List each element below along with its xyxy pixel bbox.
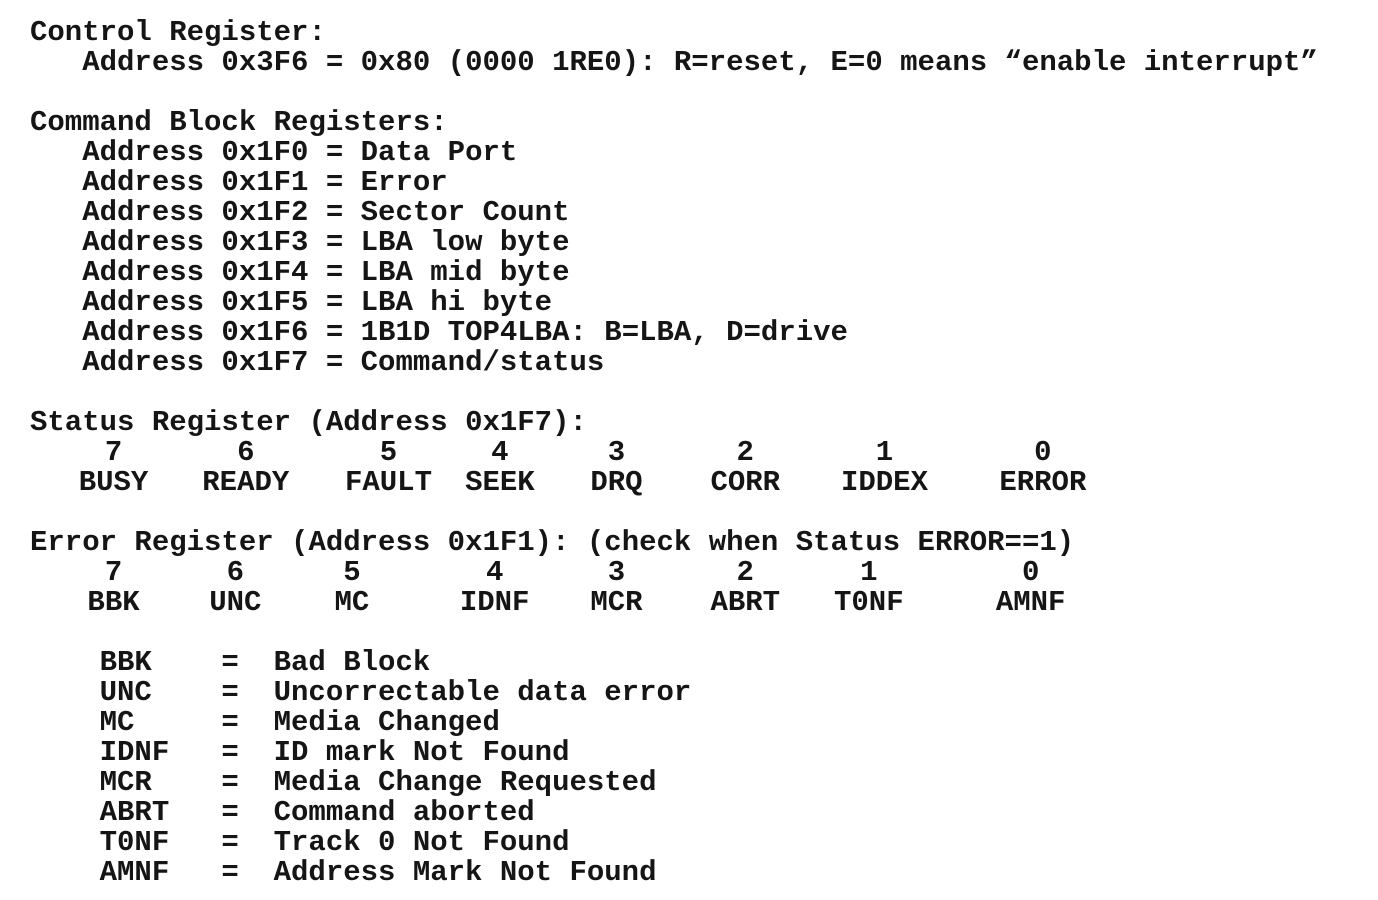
- command-block-entry: Address 0x1F1 = Error: [82, 166, 448, 199]
- equals-sign: =: [221, 736, 239, 769]
- legend-row: BBK = Bad Block: [30, 648, 1378, 678]
- legend-row: MC = Media Changed: [30, 708, 1378, 738]
- command-block-entry: Address 0x1F6 = 1B1D TOP4LBA: B=LBA, D=d…: [82, 316, 848, 349]
- flag-meaning: Address Mark Not Found: [273, 856, 657, 889]
- flag-meaning: Media Changed: [273, 706, 500, 739]
- bit-number: 2: [736, 436, 754, 469]
- bit-number: 6: [226, 556, 245, 589]
- command-block-entry: Address 0x1F7 = Command/status: [82, 346, 605, 379]
- status-bit-flags-row: BUSY READY FAULT SEEK DRQ CORR IDDEX ERROR: [30, 468, 1378, 498]
- bit-flag: AMNF: [995, 586, 1066, 619]
- bit-flag: ERROR: [999, 466, 1087, 499]
- bit-flag: UNC: [209, 586, 262, 619]
- bit-flag: BBK: [87, 586, 140, 619]
- bit-number: 1: [860, 556, 878, 589]
- error-bit-flags-row: BBK UNC MC IDNF MCR ABRT T0NF AMNF: [30, 588, 1378, 618]
- bit-flag: CORR: [710, 466, 781, 499]
- bit-number: 4: [491, 436, 509, 469]
- status-register-bit-table: 7 6 5 4 3 2 1 0 BUSY READY FAULT SEEK DRQ CORR IDDEX E…: [30, 438, 1378, 498]
- bit-number: 7: [104, 436, 123, 469]
- equals-sign: =: [221, 646, 239, 679]
- bit-number: 0: [1021, 556, 1040, 589]
- bit-number: 0: [1034, 436, 1052, 469]
- command-block-entry: Address 0x1F3 = LBA low byte: [82, 226, 570, 259]
- legend-row: IDNF = ID mark Not Found: [30, 738, 1378, 768]
- bit-flag: ABRT: [710, 586, 781, 619]
- bit-flag: FAULT: [344, 466, 432, 499]
- bit-flag: BUSY: [78, 466, 149, 499]
- legend-row: AMNF = Address Mark Not Found: [30, 858, 1378, 888]
- error-bit-numbers-row: 7 6 5 4 3 2 1 0: [30, 558, 1378, 588]
- flag-abbr: MCR: [99, 766, 152, 799]
- flag-meaning: Uncorrectable data error: [273, 676, 692, 709]
- command-block-entry: Address 0x1F2 = Sector Count: [82, 196, 570, 229]
- flag-meaning: Command aborted: [273, 796, 535, 829]
- legend-row: T0NF = Track 0 Not Found: [30, 828, 1378, 858]
- bit-number: 6: [237, 436, 255, 469]
- bit-flag: IDDEX: [840, 466, 928, 499]
- flag-abbr: BBK: [99, 646, 152, 679]
- error-register-bit-table: 7 6 5 4 3 2 1 0 BBK UNC MC IDNF MCR ABRT T0NF AMNF: [30, 558, 1378, 618]
- bit-number: 4: [485, 556, 504, 589]
- status-bit-numbers-row: 7 6 5 4 3 2 1 0: [30, 438, 1378, 468]
- blank-line: [30, 618, 1378, 648]
- flag-meaning: Track 0 Not Found: [273, 826, 570, 859]
- command-block-entry: Address 0x1F5 = LBA hi byte: [82, 286, 553, 319]
- bit-flag: T0NF: [834, 586, 904, 619]
- flag-abbr: UNC: [99, 676, 152, 709]
- control-register-detail: Address 0x3F6 = 0x80 (0000 1RE0): R=rese…: [82, 46, 1318, 79]
- bit-number: 3: [607, 556, 626, 589]
- bit-flag: READY: [202, 466, 290, 499]
- flag-abbr: AMNF: [99, 856, 170, 889]
- error-register-heading: Error Register (Address 0x1F1): (check w…: [30, 526, 1075, 559]
- command-block-entry: Address 0x1F4 = LBA mid byte: [82, 256, 570, 289]
- bit-number: 7: [104, 556, 123, 589]
- equals-sign: =: [221, 826, 239, 859]
- bit-number: 1: [875, 436, 894, 469]
- legend-row: ABRT = Command aborted: [30, 798, 1378, 828]
- bit-flag: SEEK: [465, 466, 535, 499]
- equals-sign: =: [221, 706, 239, 739]
- legend-row: MCR = Media Change Requested: [30, 768, 1378, 798]
- bit-flag: DRQ: [590, 466, 643, 499]
- bit-flag: MC: [334, 586, 370, 619]
- status-register-heading: Status Register (Address 0x1F7):: [30, 406, 587, 439]
- flag-meaning: Bad Block: [273, 646, 431, 679]
- flag-meaning: ID mark Not Found: [273, 736, 570, 769]
- equals-sign: =: [221, 766, 239, 799]
- control-register-heading: Control Register:: [30, 16, 326, 49]
- equals-sign: =: [221, 856, 239, 889]
- blank-line: [30, 378, 1378, 408]
- bit-flag: MCR: [590, 586, 643, 619]
- flag-abbr: IDNF: [99, 736, 170, 769]
- blank-line: [30, 78, 1378, 108]
- legend-row: UNC = Uncorrectable data error: [30, 678, 1378, 708]
- equals-sign: =: [221, 676, 239, 709]
- equals-sign: =: [221, 796, 239, 829]
- blank-line: [30, 498, 1378, 528]
- flag-abbr: ABRT: [99, 796, 170, 829]
- bit-number: 3: [607, 436, 626, 469]
- bit-flag: IDNF: [459, 586, 530, 619]
- command-block-heading: Command Block Registers:: [30, 106, 448, 139]
- flag-abbr: T0NF: [99, 826, 170, 859]
- bit-number: 5: [379, 436, 398, 469]
- bit-number: 2: [736, 556, 754, 589]
- flag-meaning: Media Change Requested: [273, 766, 657, 799]
- bit-number: 5: [343, 556, 361, 589]
- flag-abbr: MC: [99, 706, 135, 739]
- command-block-entry: Address 0x1F0 = Data Port: [82, 136, 518, 169]
